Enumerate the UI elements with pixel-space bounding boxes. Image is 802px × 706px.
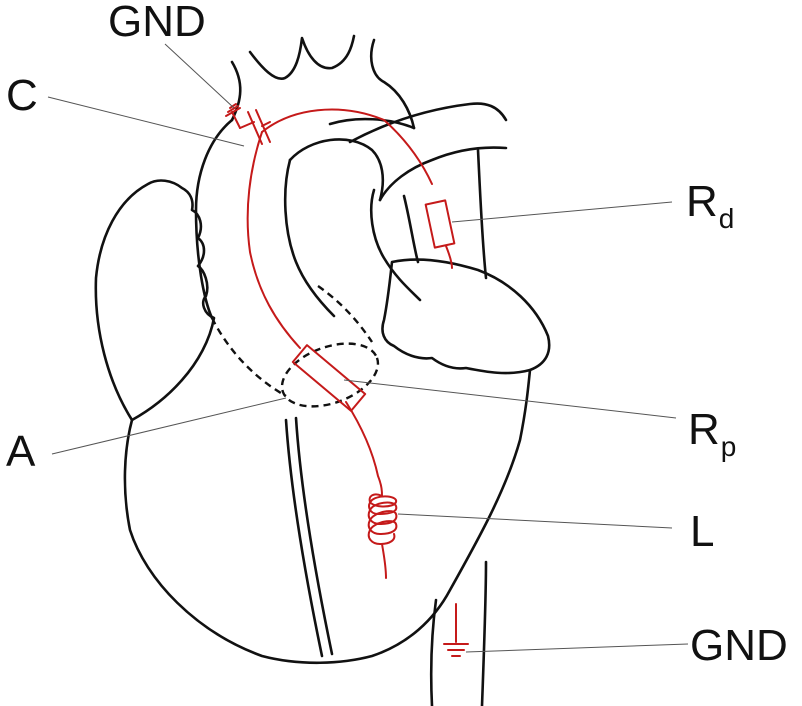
label-gnd-bottom: GND [690, 621, 788, 670]
inductor-wire-bottom [381, 543, 387, 579]
capacitor-plate-a [247, 111, 263, 145]
heart-anatomy [94, 34, 551, 706]
label-rp: Rp [688, 405, 736, 462]
label-a: A [6, 427, 36, 476]
leader-c [47, 96, 245, 147]
capacitor-lead-a [239, 121, 255, 129]
left-atrium [94, 179, 216, 422]
lower-vessel-left [429, 598, 438, 706]
ground-symbol-bottom [443, 603, 469, 657]
leader-gnd-bottom [465, 643, 689, 653]
ground-top-bar-2 [227, 105, 239, 113]
leader-gnd-top [164, 43, 235, 109]
arch-wire [261, 108, 385, 133]
labels: GND C Rd A Rp L GND [6, 0, 788, 670]
aortic-branch-right [370, 38, 416, 130]
label-c: C [6, 71, 38, 120]
ventricle-body [123, 368, 532, 665]
aorta-inner-wall [288, 138, 385, 202]
ground-top-bar-3 [229, 103, 237, 109]
right-appendage [381, 258, 551, 375]
aorta-outer-wall [194, 118, 234, 320]
rd-wire-top [383, 119, 433, 185]
pulmonary-vessel-lower [378, 146, 508, 202]
label-rp-main: R [688, 405, 720, 454]
ground-top-bar-1 [225, 107, 241, 117]
leader-lines [47, 43, 689, 653]
descending-aorta-right-wall [476, 148, 488, 280]
septum-line-left [284, 418, 324, 658]
equivalent-circuit [225, 103, 469, 657]
pulmonary-vessel-mid [369, 188, 422, 302]
capacitor [239, 109, 271, 145]
capacitor-lead-b [261, 121, 271, 127]
lower-vessel-right [480, 560, 488, 706]
aorta-top-rim [328, 117, 416, 130]
hidden-valve-ellipse [280, 342, 380, 408]
label-gnd-top: GND [108, 0, 206, 46]
label-rd-main: R [686, 177, 718, 226]
label-l: L [690, 507, 714, 556]
hidden-contour-left [210, 317, 287, 398]
inductor [367, 493, 398, 545]
ground-symbol-top [225, 103, 241, 129]
leader-l [397, 513, 673, 529]
resistor-rd [424, 199, 456, 249]
label-rp-sub: p [721, 431, 737, 462]
label-rd-sub: d [719, 203, 735, 234]
septum-line-right [294, 416, 334, 656]
aorta-descending-wall [283, 158, 336, 318]
leader-rp [343, 379, 677, 419]
leader-a [51, 397, 287, 455]
descending-aorta-left-wall [402, 194, 420, 264]
hidden-contour-right [317, 285, 373, 343]
leader-rd [451, 201, 673, 223]
rd-wire-bottom [445, 245, 453, 269]
resistor-rp [291, 344, 367, 412]
arch-wire-descending [246, 131, 301, 349]
ground-top-stem [231, 111, 241, 129]
pulmonary-vessel-upper [348, 102, 508, 144]
aortic-branch-middle [248, 34, 356, 80]
rp-wire-bottom [345, 401, 383, 497]
label-rd: Rd [686, 177, 734, 234]
